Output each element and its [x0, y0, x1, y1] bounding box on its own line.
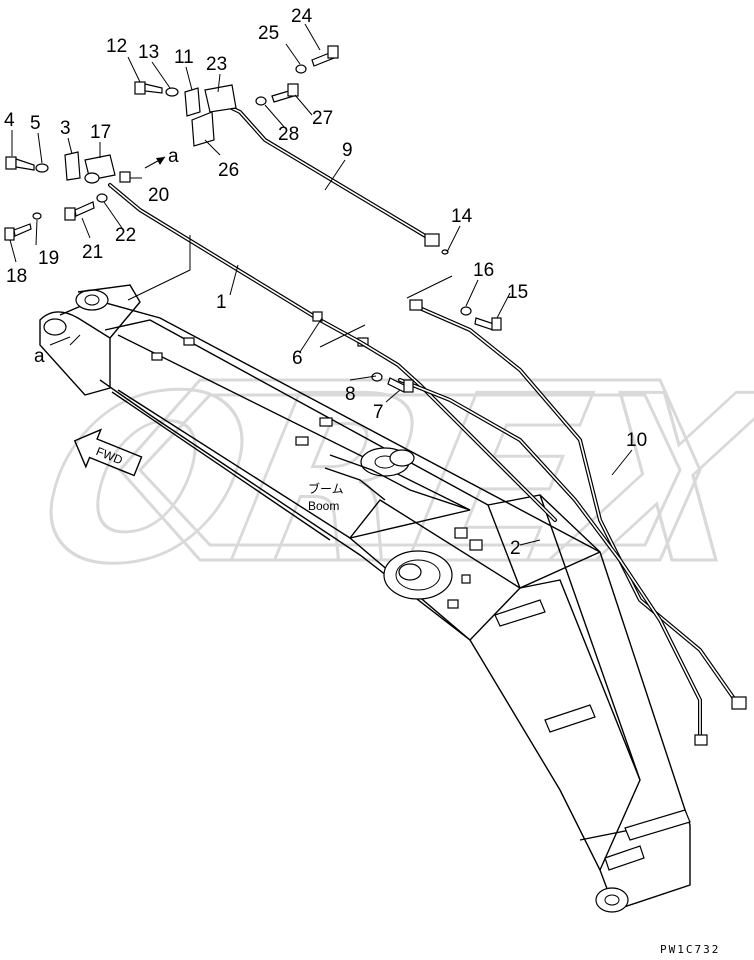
- callout-27: 27: [312, 108, 333, 129]
- callout-4: 4: [4, 110, 15, 131]
- callout-2: 2: [510, 538, 521, 559]
- callout-13: 13: [138, 42, 159, 63]
- clamp-icon: [204, 84, 237, 113]
- washer-icon: [35, 163, 49, 173]
- detail-marker-top: a: [144, 146, 179, 169]
- callout-5: 5: [30, 113, 41, 134]
- detail-marker-label: a: [34, 346, 45, 367]
- callout-25: 25: [258, 23, 279, 44]
- leader-lines: [9, 23, 633, 546]
- bolt-icon: [4, 223, 32, 241]
- callout-24: 24: [291, 6, 313, 27]
- clamp-icon: [184, 87, 201, 117]
- bracket-icon: [191, 111, 215, 147]
- washer-icon: [32, 212, 42, 220]
- callout-6: 6: [292, 348, 303, 369]
- bolt-icon: [311, 45, 339, 67]
- callout-22: 22: [115, 225, 136, 246]
- callout-7: 7: [373, 402, 384, 423]
- callout-18: 18: [6, 266, 27, 287]
- hardware: [4, 45, 502, 393]
- callout-26: 26: [218, 160, 239, 181]
- callout-8: 8: [345, 384, 356, 405]
- washer-icon: [255, 96, 267, 106]
- bolt-icon: [134, 81, 163, 95]
- callout-20: 20: [148, 185, 169, 206]
- callout-9: 9: [342, 140, 353, 161]
- callout-19: 19: [38, 248, 59, 269]
- washer-icon: [165, 87, 179, 97]
- bolt-icon: [5, 156, 35, 171]
- bolt-icon: [474, 317, 502, 331]
- washer-icon: [371, 372, 383, 382]
- boom-label-en: Boom: [308, 499, 339, 513]
- bolt-icon: [387, 377, 414, 393]
- boom-label-jp: ブーム: [308, 481, 344, 496]
- drawing-code: PW1C732: [660, 943, 720, 956]
- callout-10: 10: [626, 430, 647, 451]
- callout-12: 12: [106, 36, 127, 57]
- callout-15: 15: [507, 282, 528, 303]
- detail-marker-label: a: [168, 146, 179, 167]
- clamp-icon: [64, 151, 81, 181]
- watermark-gear-icon: [117, 378, 702, 562]
- callouts: 1 2 3 4 5 6 7 8 9 10 11 12 13 14 15 16 1…: [4, 6, 647, 559]
- callout-3: 3: [60, 118, 71, 139]
- callout-28: 28: [278, 124, 299, 145]
- bolt-icon: [271, 83, 299, 103]
- callout-21: 21: [82, 242, 103, 263]
- boom: [39, 284, 691, 913]
- washer-icon: [295, 64, 307, 74]
- lower-clamps: [494, 599, 691, 871]
- washer-icon: [460, 306, 472, 316]
- clamp-icon: [312, 311, 323, 322]
- washer-icon: [96, 193, 108, 203]
- bolt-icon: [64, 201, 95, 221]
- callout-14: 14: [451, 206, 473, 227]
- detail-marker-left: a: [34, 336, 71, 367]
- callout-23: 23: [206, 54, 227, 75]
- callout-11: 11: [174, 47, 194, 68]
- callout-16: 16: [473, 260, 494, 281]
- callout-1: 1: [216, 292, 227, 313]
- callout-17: 17: [90, 122, 111, 143]
